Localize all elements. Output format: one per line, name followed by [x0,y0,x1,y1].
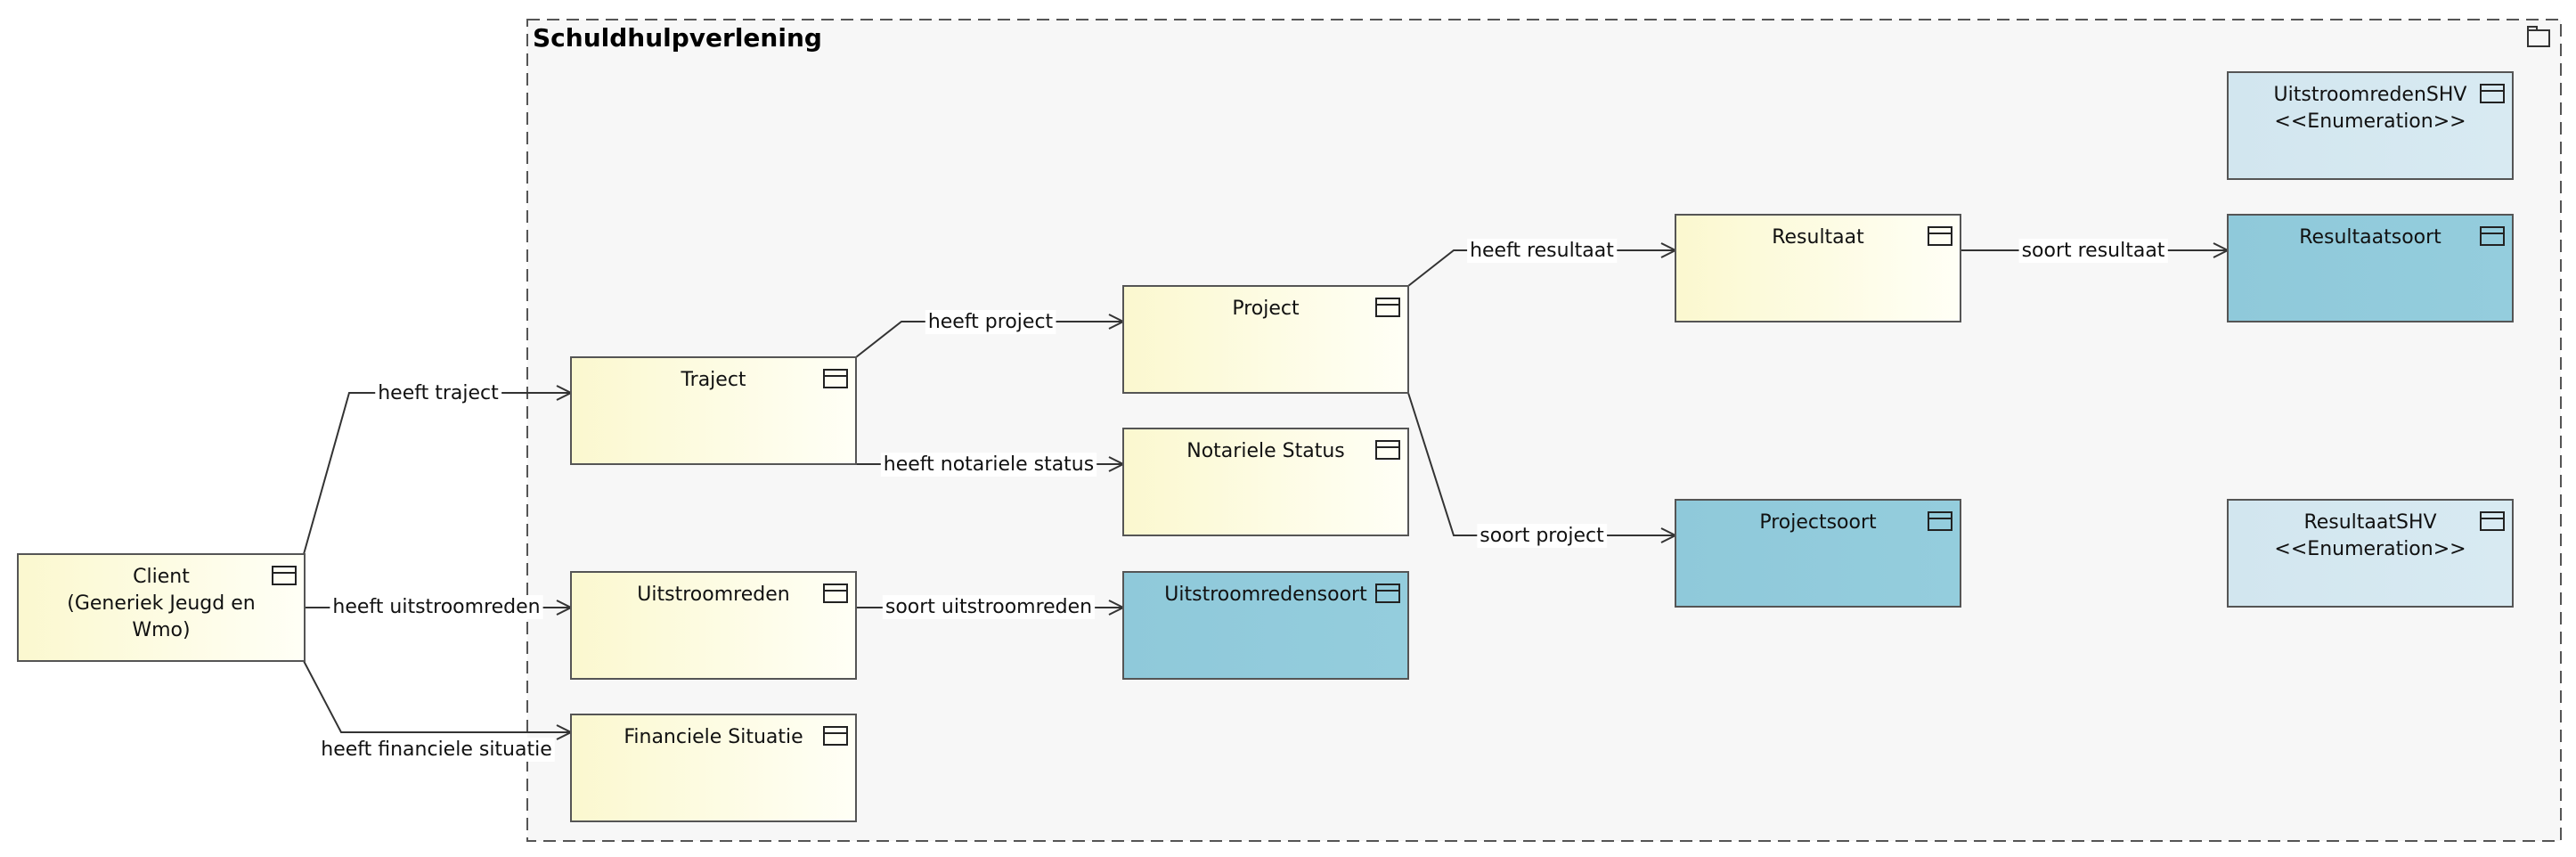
edge-heeft-uitstroomreden[interactable]: heeft uitstroomreden [304,595,574,619]
node-resultaatsoort[interactable]: Resultaatsoort [2227,214,2514,322]
node-label: (Generiek Jeugd en [67,592,255,615]
node-label: Resultaat [1772,226,1864,249]
node-label: Traject [680,369,746,391]
node-label: ResultaatSHV [2303,511,2436,534]
node-uitstroomreden[interactable]: Uitstroomreden [570,571,857,680]
node-label: Resultaatsoort [2299,226,2441,249]
node-box [1122,428,1409,536]
class-icon [1375,298,1400,317]
node-label: Uitstroomreden [637,584,789,606]
edge-label-background [1467,239,1618,263]
class-icon [823,369,848,388]
edge-soort-project[interactable]: soort project [1407,392,1678,548]
node-label: <<Enumeration>> [2274,110,2466,133]
edge-heeft-project[interactable]: heeft project [855,310,1126,358]
class-icon [1928,226,1952,246]
edge-label-background [2018,239,2168,263]
class-icon [823,726,848,746]
nodes-layer: Client(Generiek Jeugd enWmo)TrajectUitst… [17,71,2514,822]
node-box [2227,499,2514,608]
node-label: <<Enumeration>> [2274,538,2466,560]
group-schuldhulpverlening[interactable]: Schuldhulpverlening [526,19,2562,842]
node-box [2227,214,2514,322]
edge-soort-uitstroomreden[interactable]: soort uitstroomreden [856,595,1126,619]
node-box [570,714,857,822]
edge-label: soort resultaat [2022,240,2165,262]
node-box [1675,214,1961,322]
node-label: Uitstroomredensoort [1164,584,1367,606]
node-box [1122,571,1409,680]
edges-layer: heeft traject heeft uitstroomreden heeft f… [303,239,2230,762]
class-icon [1375,440,1400,460]
node-label: Client [133,566,190,588]
node-resultaatshv[interactable]: ResultaatSHV <<Enumeration>> [2227,499,2514,608]
class-icon [823,584,848,603]
node-notariele-status[interactable]: Notariele Status [1122,428,1409,536]
edge-label: heeft project [928,311,1054,333]
node-box [1675,499,1961,608]
node-label: Project [1232,298,1300,320]
node-projectsoort[interactable]: Projectsoort [1675,499,1961,608]
edge-label-background [375,381,502,405]
edge-label-background [330,595,543,619]
edge-line [303,660,571,733]
edge-label-background [880,453,1097,477]
node-label: Wmo) [132,619,190,641]
edge-heeft-notariele-status[interactable]: heeft notariele status [856,453,1126,477]
node-label: UitstroomredenSHV [2274,84,2467,106]
edge-label-background [882,595,1096,619]
node-box [570,356,857,465]
edge-label-background [318,738,555,762]
edge-label: heeft financiele situatie [321,739,552,761]
edge-label: heeft uitstroomreden [332,596,540,618]
edge-heeft-financiele-situatie[interactable]: heeft financiele situatie [303,660,574,762]
group-icon [2527,26,2550,47]
class-icon [272,566,297,585]
node-financiele-situatie[interactable]: Financiele Situatie [570,714,857,822]
edge-label: heeft traject [378,382,499,404]
edge-label-background [1477,524,1608,548]
class-icon [1928,511,1952,531]
node-box [17,553,306,662]
node-resultaat[interactable]: Resultaat [1675,214,1961,322]
edge-label: heeft notariele status [884,453,1094,476]
node-box [2227,71,2514,180]
group-title: Schuldhulpverlening [533,23,822,53]
node-box [1122,285,1409,394]
node-box [570,571,857,680]
node-label: Financiele Situatie [624,726,803,748]
group-frame [526,19,2562,842]
edge-heeft-resultaat[interactable]: heeft resultaat [1407,239,1678,287]
class-icon [1375,584,1400,603]
class-icon [2480,511,2505,531]
node-uitstroomredenshv[interactable]: UitstroomredenSHV <<Enumeration>> [2227,71,2514,180]
node-project[interactable]: Project [1122,285,1409,394]
edge-label: soort uitstroomreden [885,596,1092,618]
node-traject[interactable]: Traject [570,356,857,465]
edge-label-background [925,310,1056,334]
edge-label: soort project [1480,525,1604,547]
edge-heeft-traject[interactable]: heeft traject [303,381,574,555]
node-client[interactable]: Client (Generiek Jeugd en Wmo) [17,553,306,662]
node-uitstroomredensoort[interactable]: Uitstroomredensoort [1122,571,1409,680]
edge-label: heeft resultaat [1470,240,1614,262]
node-label: Notariele Status [1186,440,1344,462]
class-icon [2480,226,2505,246]
class-icon [2480,84,2505,103]
node-label: Projectsoort [1759,511,1877,534]
